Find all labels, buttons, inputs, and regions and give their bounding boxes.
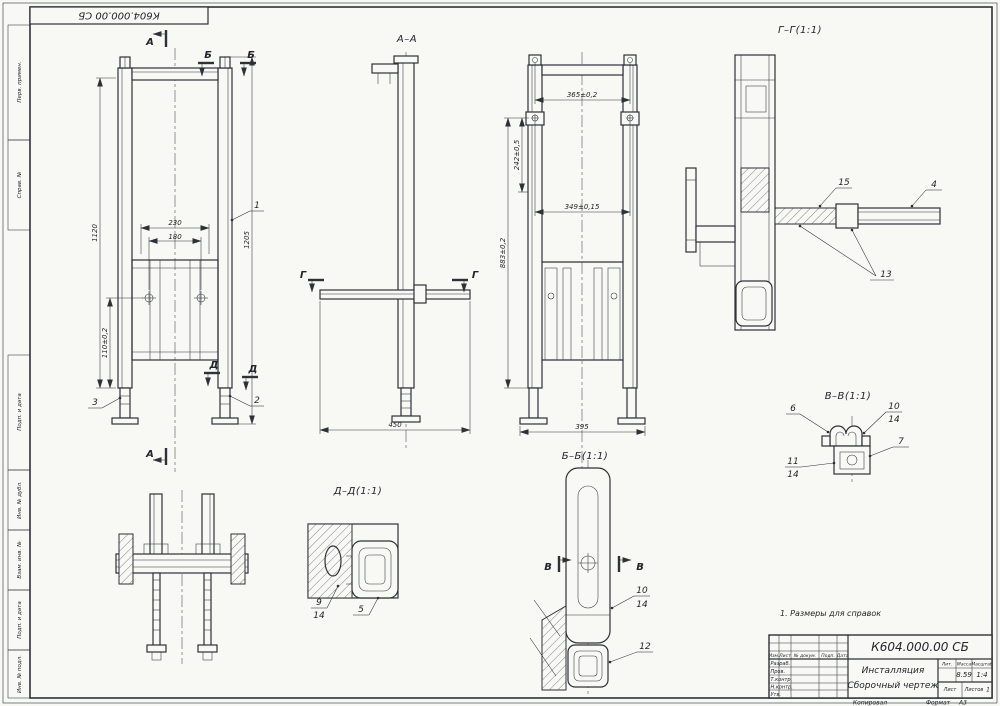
balloon-12: 12 [639,642,651,652]
label-view-gg: Г–Г(1:1) [778,25,822,36]
view-front: 230 180 1120 110±0,2 1205 А А Б Б [88,30,264,472]
balloon-4: 4 [931,180,937,190]
stamp-doc-number: К604.000.00 СБ [78,10,160,21]
view-detail-d-d: Д–Д(1:1) 9 14 5 [307,486,399,621]
dim-front-110: 110±0,2 [101,327,109,358]
balloon-14-vv-right: 14 [888,415,900,425]
balloon-10-foot: 10 [636,586,648,596]
section-letter-v-left: В [544,562,552,573]
view-section-b-b: 365±0,2 349±0,15 242±0,5 883±0,2 395 Б–Б… [499,52,646,470]
tb-scale-label: Масштаб [971,662,993,668]
section-letter-a-bottom: А [145,449,154,460]
tb-row-prov: Пров. [771,669,786,675]
note-text: 1. Размеры для справок [780,609,881,618]
balloon-5: 5 [358,605,364,615]
balloon-2: 2 [254,396,260,406]
balloon-11: 11 [787,457,798,467]
tb-doc-number: К604.000.00 СБ [871,640,969,654]
tb-sheet-label: Лист [943,687,958,693]
tb-header-doc: № докум. [793,653,816,659]
frame-col-podp-data-1: Подп. и дата [17,393,23,431]
section-letter-a-top: А [145,37,154,48]
tb-header-list: Лист [778,653,791,659]
dim-front-230: 230 [168,219,182,227]
dim-front-1120: 1120 [91,224,99,242]
label-view-dd: Д–Д(1:1) [333,486,383,497]
section-letter-g-left: Г [300,270,307,281]
balloon-1: 1 [254,201,260,211]
dim-bb-883: 883±0,2 [499,237,507,268]
section-letter-d-right: Д [248,364,258,375]
tb-header-data: Дата [836,653,849,659]
frame-col-inv-dubl: Инв. № дубл. [17,481,23,519]
section-letter-v-right: В [636,562,644,573]
tb-sheets-value: 1 [986,687,990,694]
view-section-g-g: Г–Г(1:1) 15 4 13 [685,25,942,331]
tb-name-line2: Сборочный чертеж [847,681,939,691]
title-block: Изм. Лист № докум. Подп. Дата Разраб. Пр… [768,634,993,706]
balloon-14-foot: 14 [636,600,648,610]
view-section-a-a: А–А Г Г 450 [300,34,479,448]
balloon-7: 7 [898,437,904,447]
top-stamp: К604.000.00 СБ [29,6,209,25]
section-letter-b-right: Б [247,50,255,61]
tb-row-nkontr: Н.контр. [771,685,793,691]
tb-row-tkontr: Т.контр. [771,677,793,683]
view-foot-section: В В 10 14 12 [529,460,653,694]
label-view-bb: Б–Б(1:1) [562,451,609,462]
tb-row-razrab: Разраб. [771,661,791,667]
tb-scale-value: 1:4 [976,671,987,679]
tb-row-utv: Утв. [771,692,782,698]
balloon-13: 13 [880,270,892,280]
tb-mass-label: Масса [957,662,972,668]
tb-header-izm: Изм. [769,653,780,659]
balloon-9: 9 [316,598,322,608]
frame-col-perv-primen: Перв. примен. [17,61,23,103]
frame-col-sprav-no: Справ. № [17,171,23,198]
tb-sheets-label: Листов [964,687,984,693]
dim-bb-365: 365±0,2 [567,91,598,99]
dim-bb-242: 242±0,5 [513,139,521,170]
balloon-14-vv-left: 14 [787,470,799,480]
dim-front-1205: 1205 [243,231,251,249]
tb-mass-value: 8.59 [956,671,972,679]
label-view-aa: А–А [396,34,417,45]
tb-header-podp: Подп. [821,653,835,659]
frame-columns: Перв. примен. Справ. № Подп. и дата Инв.… [7,24,31,699]
note: 1. Размеры для справок [780,609,881,618]
tb-lit-label: Лит. [941,662,952,668]
tb-copied: Копировал [853,700,887,706]
section-letter-d-left: Д [209,360,219,371]
label-view-vv: В–В(1:1) [825,391,872,402]
section-letter-g-right: Г [472,270,479,281]
balloon-10-vv: 10 [888,402,900,412]
balloon-15: 15 [838,178,850,188]
tb-format-label: Формат [926,700,951,706]
balloon-3: 3 [92,398,98,408]
balloon-14-dd: 14 [313,611,325,621]
view-detail-v-v: В–В(1:1) 6 10 14 7 11 14 [785,391,909,482]
frame-col-vzam-inv: Взам. инв. № [17,541,23,579]
section-letter-b-left: Б [204,50,212,61]
view-bottom-assembly [115,490,249,664]
dim-bb-395: 395 [575,423,589,431]
tb-format-value: А3 [958,700,967,706]
dim-aa-450: 450 [388,421,402,429]
dim-bb-349: 349±0,15 [565,203,600,211]
balloon-6: 6 [790,404,796,414]
tb-name-line1: Инсталляция [862,666,925,676]
frame-col-podp-data-2: Подп. и дата [17,601,23,639]
dim-front-180: 180 [168,233,182,241]
frame-col-inv-podl: Инв. № подл. [17,655,23,693]
